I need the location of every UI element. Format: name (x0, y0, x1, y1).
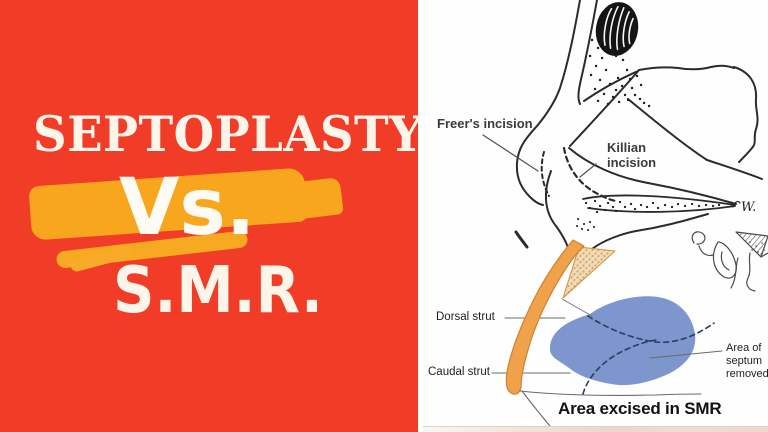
strut-shape (505, 239, 585, 395)
freer-incision-dashes (540, 151, 550, 197)
frontal-sinus-icon (595, 2, 639, 56)
image-edge-strip (423, 426, 768, 432)
lip-stroke (514, 230, 529, 249)
columella-inner-line (545, 170, 569, 249)
septum-top-edge (638, 64, 735, 71)
septum-internal-line (627, 98, 708, 161)
artist-signature: W. (741, 200, 756, 215)
smr-excision-diagram (491, 231, 768, 427)
killian-leader-line (579, 163, 597, 178)
nasal-diagrams: W. (482, 0, 768, 427)
caudal-tip-line (521, 390, 551, 427)
area-removed-leader-line (649, 350, 723, 359)
septum-incision-diagram (482, 0, 763, 250)
diagram-panel: W. (420, 0, 768, 432)
nasal-profile-outline (515, 0, 581, 206)
label-area-septum-removed: Area of septum removed (726, 342, 768, 380)
stipple-dots-crest (584, 199, 721, 214)
label-caudal-strut: Caudal strut (428, 366, 491, 378)
turbinate-sketch (691, 231, 768, 292)
freer-leader-line (482, 134, 539, 172)
title-septoplasty: SEPTOPLASTY (33, 105, 423, 163)
septum-posterior-edge (733, 66, 759, 163)
caption-area-excised: Area excised in SMR (558, 399, 722, 418)
palate-curve (591, 213, 709, 250)
septum-removed-area-shape (549, 296, 696, 386)
stipple-dots-nasal-bone (588, 38, 651, 108)
ethmoid-bone-wedge (562, 246, 616, 299)
maxillary-crest-bottom-line (587, 205, 736, 213)
label-freers-incision: Freer's incision (437, 116, 533, 131)
septum-base-curve (519, 390, 702, 396)
septum-lower-right-edge (706, 159, 763, 180)
maxillary-crest-top-line (582, 194, 736, 206)
resection-dashed-line-upper (587, 315, 715, 344)
label-killian-incision: Killian incision (607, 140, 657, 170)
signature-flourish (732, 201, 741, 208)
label-dorsal-strut: Dorsal strut (436, 311, 495, 323)
versus-label: Vs. (119, 163, 256, 253)
subtitle-smr: S.M.R. (113, 254, 323, 328)
stipple-dots-below-crest (576, 218, 596, 231)
left-title-panel: SEPTOPLASTY Vs. S.M.R. (0, 0, 422, 432)
killian-incision-dashes (562, 146, 618, 203)
resection-dashed-line-lower (582, 339, 658, 395)
wedge-to-blob-line (561, 298, 593, 317)
septum-bottom-edge (568, 147, 737, 205)
nasal-dorsum-inner-line (577, 0, 598, 105)
